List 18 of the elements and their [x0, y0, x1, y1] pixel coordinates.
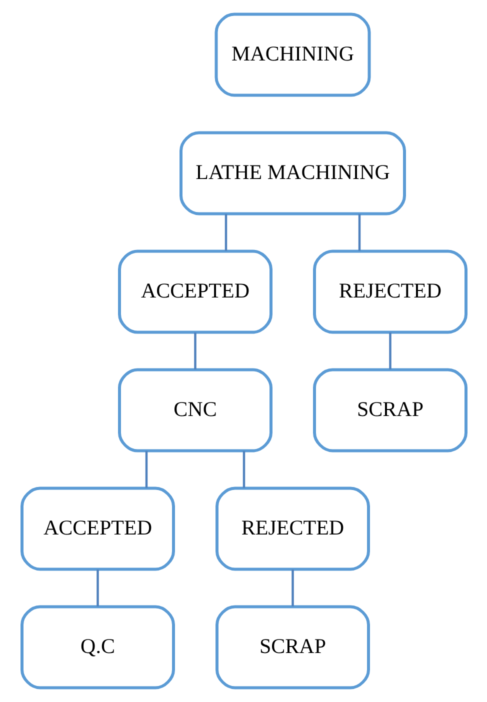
node-box: ACCEPTED	[20, 486, 174, 571]
node-box: SCRAP	[215, 605, 370, 690]
connector	[388, 332, 391, 370]
node-box: REJECTED	[215, 486, 370, 571]
connector	[358, 214, 360, 251]
connector	[194, 332, 196, 370]
node-box: REJECTED	[312, 250, 467, 334]
connector	[291, 570, 294, 606]
node-box: ACCEPTED	[118, 250, 272, 334]
connector	[224, 214, 227, 251]
connector	[242, 451, 245, 488]
node-box: SCRAP	[312, 368, 467, 452]
node-box: MACHINING	[214, 12, 370, 97]
connector	[144, 451, 148, 488]
connector	[96, 570, 98, 606]
node-box: Q.C	[20, 605, 174, 690]
node-box: LATHE MACHINING	[179, 131, 406, 216]
node-box: CNC	[118, 368, 272, 452]
